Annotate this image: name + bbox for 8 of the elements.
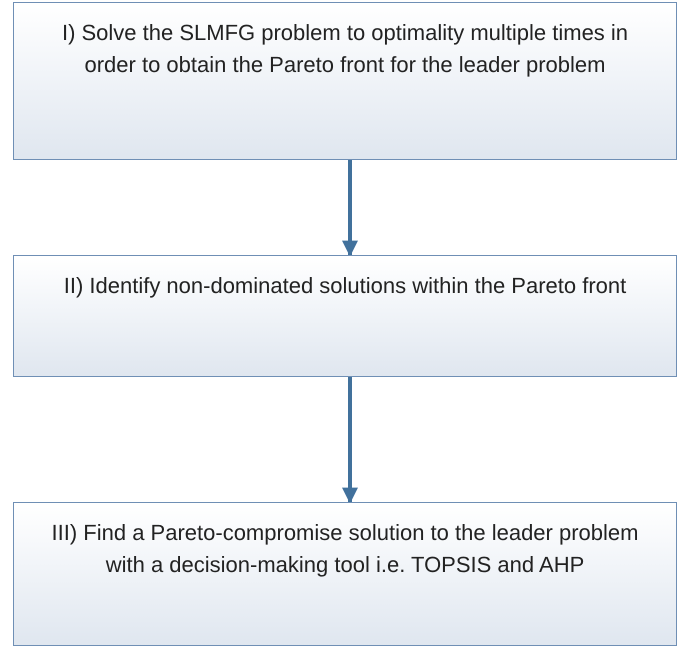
step-text: I) Solve the SLMFG problem to optimality multiple times in order to obtain the Pareto front for the leader problem xyxy=(60,19,630,79)
process-box xyxy=(13,255,677,377)
process-box xyxy=(13,502,677,646)
process-box xyxy=(13,2,677,160)
step-text: III) Find a Pareto-compromise solution to the leader problem with a decision-making tool i.e. TOPSIS and AHP xyxy=(50,519,640,579)
arrow xyxy=(342,160,358,257)
step-text: II) Identify non-dominated solutions within the Pareto front xyxy=(64,272,626,300)
arrow xyxy=(342,377,358,504)
